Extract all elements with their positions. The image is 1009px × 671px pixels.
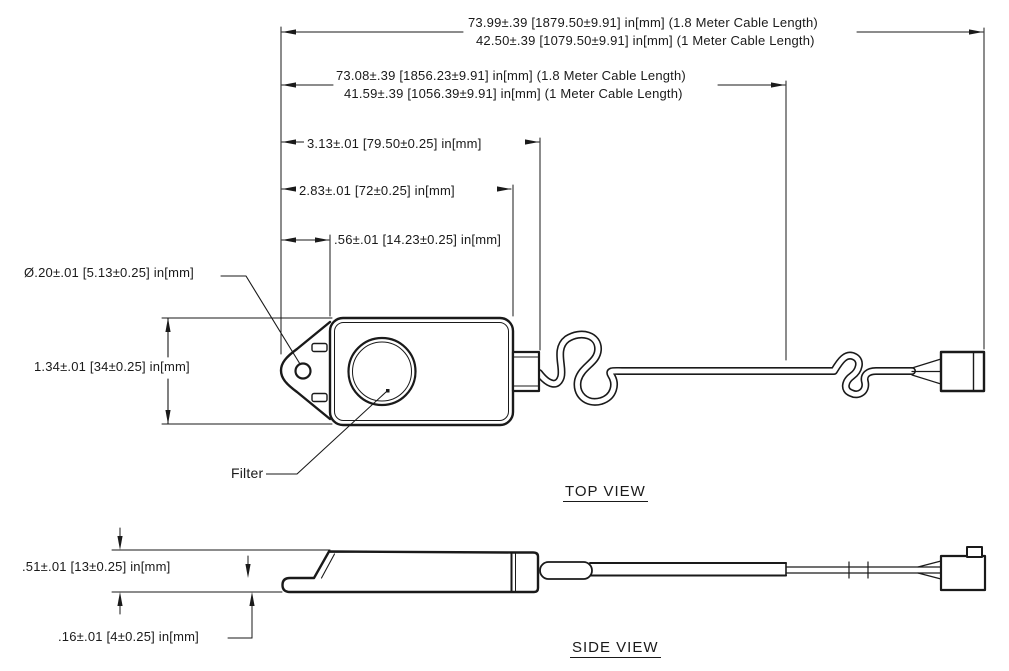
top-view-body (294, 316, 541, 427)
top-view-cable (535, 330, 942, 406)
dim-to-connector-1m: 41.59±.39 [1056.39±9.91] in[mm] (1 Meter… (341, 86, 686, 101)
mounting-hole (294, 362, 312, 380)
side-view-connector (939, 546, 987, 592)
top-view-connector (939, 350, 986, 393)
side-view-wires (785, 560, 942, 580)
filter-callout-label: Filter (228, 466, 267, 481)
tab-slot-upper (311, 342, 328, 353)
tab-slot-lower (311, 392, 328, 403)
strain-relief-capsule (539, 561, 593, 580)
top-view-extension-lines (161, 26, 985, 425)
top-view-leaders (220, 275, 387, 475)
side-view-cable-jacket (539, 561, 787, 580)
dim-flange-thickness: .16±.01 [4±0.25] in[mm] (55, 629, 202, 644)
dim-body-height: 1.34±.01 [34±0.25] in[mm] (31, 359, 193, 374)
side-view-title: SIDE VIEW (570, 639, 661, 658)
dim-to-connector-1-8m: 73.08±.39 [1856.23±9.91] in[mm] (1.8 Met… (333, 68, 689, 83)
side-view-body (281, 550, 540, 594)
top-view-title: TOP VIEW (563, 483, 648, 502)
side-view-arrowheads (117, 536, 255, 606)
dim-hole-diameter: Ø.20±.01 [5.13±0.25] in[mm] (21, 265, 197, 280)
filter-circle (347, 336, 417, 407)
cable-exit-stub (511, 350, 541, 393)
hole-diameter-leader (220, 275, 301, 365)
connector-latch-tab (966, 546, 983, 558)
top-view-arrowheads (165, 29, 983, 424)
filter-leader-dot (386, 389, 390, 393)
dim-total-cable-1-8m: 73.99±.39 [1879.50±9.91] in[mm] (1.8 Met… (465, 15, 821, 30)
filter-leader (265, 391, 387, 475)
dim-body-length: 2.83±.01 [72±0.25] in[mm] (296, 183, 458, 198)
side-view-extension-lines (111, 527, 331, 639)
dim-body-thickness: .51±.01 [13±0.25] in[mm] (19, 559, 174, 574)
dim-total-cable-1m: 42.50±.39 [1079.50±9.91] in[mm] (1 Meter… (473, 33, 818, 48)
dim-body-with-stub: 3.13±.01 [79.50±0.25] in[mm] (304, 136, 485, 151)
dim-tab-width: .56±.01 [14.23±0.25] in[mm] (331, 232, 505, 247)
